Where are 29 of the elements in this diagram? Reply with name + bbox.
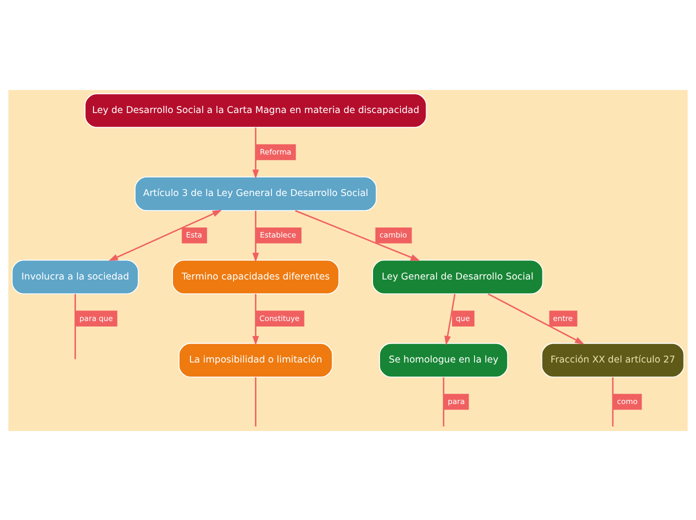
node-box: Ley de Desarrollo Social a la Carta Magna en materia de discapacidad	[84, 92, 427, 128]
arrow	[252, 294, 259, 345]
node-box: Termino capacidades diferentes	[172, 259, 340, 294]
edge-label: para	[448, 396, 465, 406]
edge-label: Esta	[186, 230, 202, 240]
connector	[612, 376, 614, 426]
connector	[254, 376, 256, 426]
node-box: Artículo 3 de la Ley General de Desarrollo Social	[134, 176, 377, 211]
connector	[74, 294, 76, 359]
arrow	[252, 127, 259, 178]
edge-label: Constituye	[259, 313, 300, 322]
arrow	[108, 209, 222, 261]
arrow	[444, 293, 456, 345]
connector	[442, 376, 444, 426]
edge-label: para que	[79, 313, 113, 322]
node-box: La imposibilidad o limitación	[178, 342, 333, 377]
edge-label: Establece	[260, 230, 296, 240]
edge-label: cambio	[380, 230, 407, 240]
edge-label: entre	[552, 313, 573, 322]
node-box: Involucra a la sociedad	[12, 259, 139, 294]
node-box: Fracción XX del artículo 27	[541, 342, 684, 377]
node-box: Se homologue en la ley	[379, 342, 508, 377]
arrow	[295, 210, 420, 260]
edge-label: que	[456, 313, 470, 322]
edge-label: como	[617, 396, 638, 406]
edge-label: Reforma	[260, 146, 292, 156]
arrow	[488, 292, 584, 344]
arrow	[252, 210, 259, 262]
node-box: Ley General de Desarrollo Social	[372, 259, 544, 294]
